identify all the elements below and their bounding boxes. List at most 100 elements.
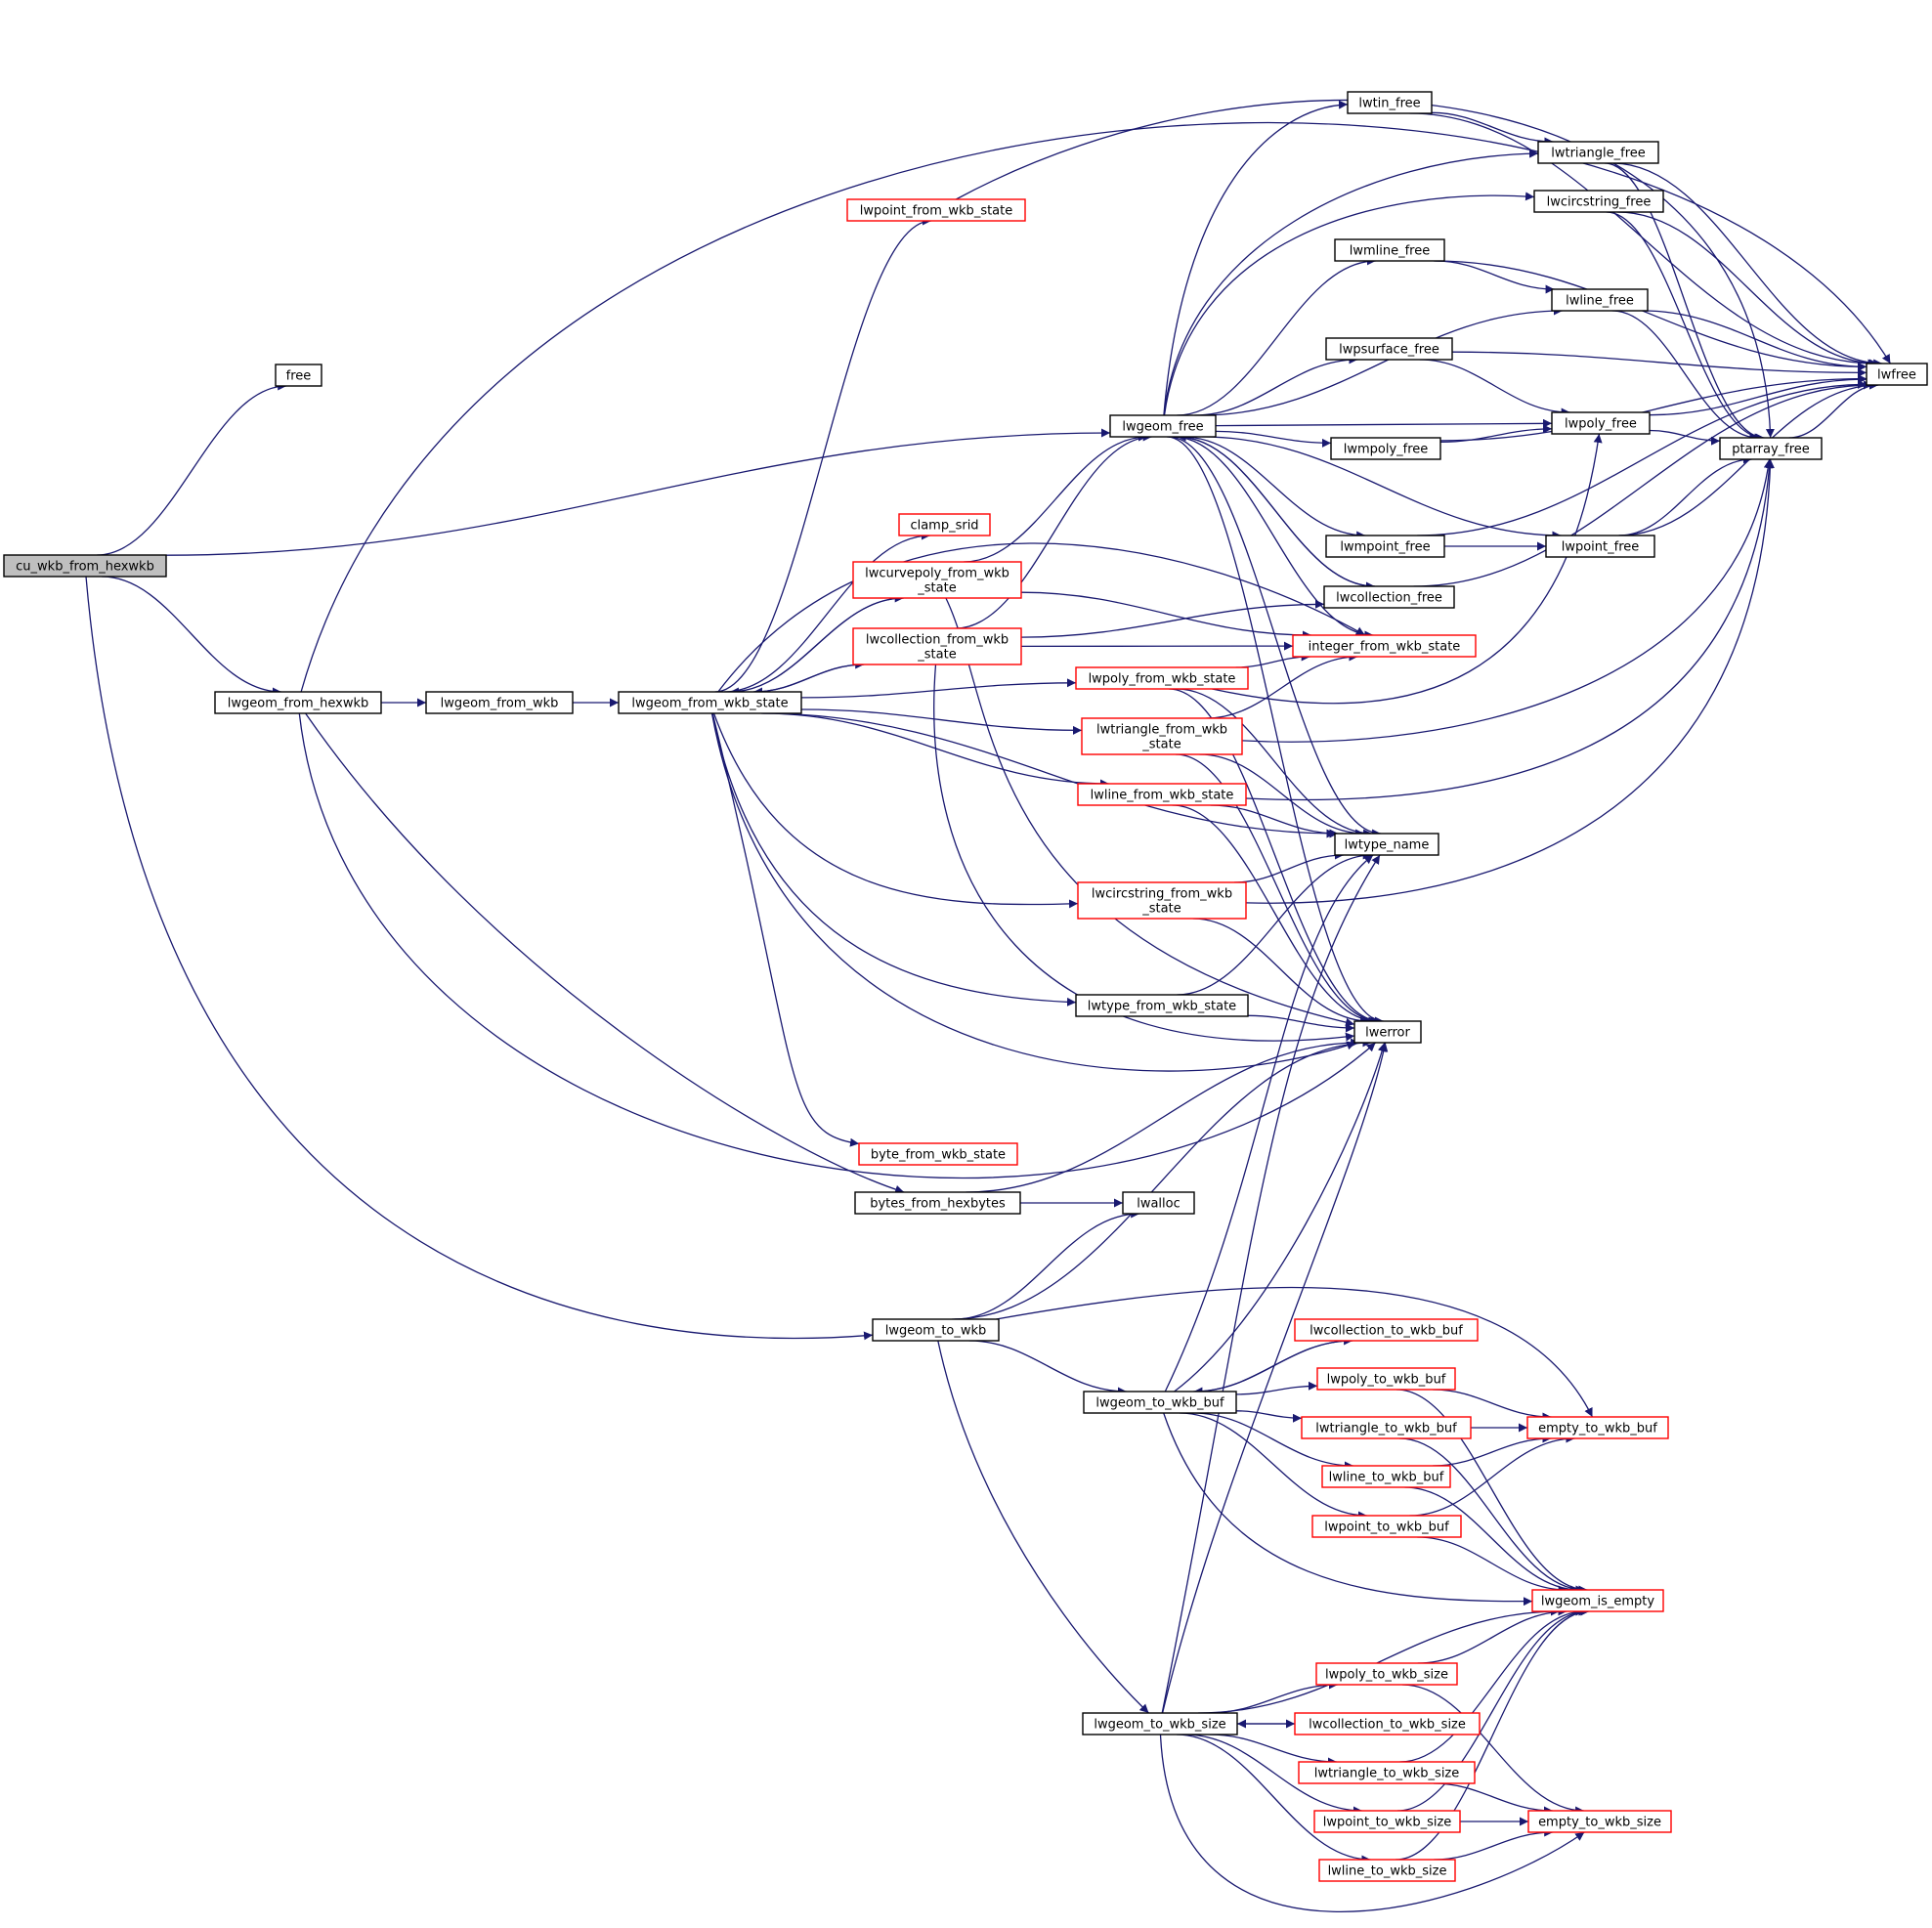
- node-label-byte_from_wkb_state: byte_from_wkb_state: [871, 1148, 1006, 1163]
- edge-lwgeom_to_wkb-to-lwgeom_to_wkb_size: [937, 1340, 1149, 1714]
- node-box-lwpoly_free: [1551, 411, 1651, 435]
- node-lwpoly_from_wkb_state[interactable]: lwpoly_from_wkb_state: [1075, 666, 1249, 690]
- node-lwgeom_from_hexwkb[interactable]: lwgeom_from_hexwkb: [214, 691, 382, 714]
- node-box-lwtriangle_to_wkb_buf: [1301, 1416, 1472, 1439]
- node-lwgeom_from_wkb[interactable]: lwgeom_from_wkb: [425, 691, 574, 714]
- node-ptarray_free[interactable]: ptarray_free: [1719, 437, 1823, 460]
- edge-lwline_to_wkb_size-to-lwgeom_is_empty: [1395, 1607, 1590, 1861]
- node-empty_to_wkb_size[interactable]: empty_to_wkb_size: [1527, 1810, 1672, 1833]
- node-byte_from_wkb_state[interactable]: byte_from_wkb_state: [858, 1142, 1018, 1166]
- edge-lwtin_free-to-lwtriangle_free: [1431, 111, 1554, 147]
- node-lwpoly_to_wkb_buf[interactable]: lwpoly_to_wkb_buf: [1316, 1367, 1456, 1391]
- node-lwmpoint_free[interactable]: lwmpoint_free: [1325, 535, 1445, 558]
- node-box-lwtin_free: [1347, 91, 1433, 114]
- edge-lwcollection_to_wkb_buf-to-lwgeom_to_wkb_buf: [1193, 1340, 1353, 1396]
- edge-lwtriangle_to_wkb_size-to-lwgeom_is_empty: [1399, 1607, 1585, 1763]
- node-box-lwcircstring_from_wkb_state: [1077, 881, 1247, 920]
- node-lwcollection_from_wkb_state[interactable]: lwcollection_from_wkb_state: [852, 627, 1022, 665]
- node-lwtype_name[interactable]: lwtype_name: [1334, 833, 1439, 856]
- node-lwmline_free[interactable]: lwmline_free: [1334, 238, 1445, 262]
- edge-lwcollection_free-to-lwfree: [1413, 380, 1872, 587]
- edge-lwtriangle_free-to-lwfree: [1612, 162, 1883, 368]
- node-lwtriangle_to_wkb_buf[interactable]: lwtriangle_to_wkb_buf: [1301, 1416, 1472, 1439]
- node-lwcollection_to_wkb_size[interactable]: lwcollection_to_wkb_size: [1294, 1712, 1481, 1735]
- node-box-lwcollection_free: [1323, 585, 1455, 609]
- node-lwerror[interactable]: lwerror: [1353, 1020, 1422, 1044]
- node-lwpoint_to_wkb_buf[interactable]: lwpoint_to_wkb_buf: [1311, 1515, 1462, 1538]
- node-lwtriangle_from_wkb_state[interactable]: lwtriangle_from_wkb_state: [1081, 717, 1243, 755]
- edge-lwmline_free-to-lwline_free: [1435, 260, 1555, 294]
- node-label-lwtype_name: lwtype_name: [1345, 838, 1430, 853]
- edge-lwgeom_to_wkb_buf-to-lwgeom_is_empty: [1163, 1412, 1533, 1607]
- node-lwpoint_from_wkb_state[interactable]: lwpoint_from_wkb_state: [846, 198, 1026, 222]
- node-box-lwpsurface_free: [1325, 337, 1453, 361]
- node-lwcollection_to_wkb_buf[interactable]: lwcollection_to_wkb_buf: [1294, 1318, 1479, 1342]
- edge-lwpoly_free-to-ptarray_free: [1649, 429, 1721, 446]
- node-lwgeom_to_wkb[interactable]: lwgeom_to_wkb: [872, 1318, 1000, 1342]
- node-lwtin_free[interactable]: lwtin_free: [1347, 91, 1433, 114]
- node-box-lwline_to_wkb_size: [1318, 1859, 1456, 1882]
- edge-lwcollection_free-to-lwgeom_free: [1177, 432, 1375, 587]
- node-free[interactable]: free: [275, 364, 322, 387]
- node-label-lwpoint_free: lwpoint_free: [1562, 540, 1640, 555]
- node-box-lwline_to_wkb_buf: [1321, 1465, 1451, 1488]
- node-integer_from_wkb_state[interactable]: integer_from_wkb_state: [1292, 634, 1477, 658]
- node-lwgeom_to_wkb_size[interactable]: lwgeom_to_wkb_size: [1082, 1712, 1238, 1735]
- node-lwalloc[interactable]: lwalloc: [1122, 1191, 1195, 1215]
- node-lwcircstring_free[interactable]: lwcircstring_free: [1533, 190, 1664, 213]
- node-label-lwfree: lwfree: [1877, 368, 1916, 383]
- node-lwtriangle_free[interactable]: lwtriangle_free: [1537, 141, 1659, 164]
- node-label-lwgeom_from_hexwkb: lwgeom_from_hexwkb: [228, 697, 368, 711]
- edge-lwline_to_wkb_buf-to-lwgeom_is_empty: [1404, 1486, 1580, 1595]
- node-lwpoly_free[interactable]: lwpoly_free: [1551, 411, 1651, 435]
- node-lwpoint_to_wkb_size[interactable]: lwpoint_to_wkb_size: [1313, 1810, 1461, 1833]
- edge-lwgeom_from_wkb_state-to-lwpoint_from_wkb_state: [714, 216, 931, 693]
- node-label-cu_wkb_from_hexwkb: cu_wkb_from_hexwkb: [16, 560, 154, 575]
- node-label-lwpoly_to_wkb_size: lwpoly_to_wkb_size: [1325, 1668, 1448, 1683]
- node-lwgeom_from_wkb_state[interactable]: lwgeom_from_wkb_state: [618, 691, 802, 714]
- node-lwline_to_wkb_buf[interactable]: lwline_to_wkb_buf: [1321, 1465, 1451, 1488]
- node-lwcircstring_from_wkb_state[interactable]: lwcircstring_from_wkb_state: [1077, 881, 1247, 920]
- edge-lwpoint_to_wkb_buf-to-empty_to_wkb_buf: [1409, 1434, 1575, 1517]
- node-lwcurvepoly_from_wkb_state[interactable]: lwcurvepoly_from_wkb_state: [852, 561, 1022, 599]
- node-box-integer_from_wkb_state: [1292, 634, 1477, 658]
- node-lwmpoly_free[interactable]: lwmpoly_free: [1330, 437, 1441, 460]
- node-lwgeom_is_empty[interactable]: lwgeom_is_empty: [1531, 1589, 1664, 1612]
- node-lwtriangle_to_wkb_size[interactable]: lwtriangle_to_wkb_size: [1298, 1761, 1476, 1784]
- node-lwline_free[interactable]: lwline_free: [1551, 288, 1649, 312]
- node-lwline_to_wkb_size[interactable]: lwline_to_wkb_size: [1318, 1859, 1456, 1882]
- node-lwgeom_free[interactable]: lwgeom_free: [1109, 414, 1217, 438]
- edge-lwpoint_to_wkb_buf-to-lwgeom_is_empty: [1417, 1536, 1567, 1595]
- edge-lwpoly_from_wkb_state-to-integer_from_wkb_state: [1235, 652, 1310, 668]
- node-lwpsurface_free[interactable]: lwpsurface_free: [1325, 337, 1453, 361]
- node-lwgeom_to_wkb_buf[interactable]: lwgeom_to_wkb_buf: [1083, 1391, 1237, 1414]
- edge-lwpoly_to_wkb_size-to-lwgeom_is_empty: [1417, 1607, 1567, 1664]
- node-label-lwpoly_from_wkb_state: lwpoly_from_wkb_state: [1089, 672, 1236, 687]
- node-label-lwpoint_from_wkb_state: lwpoint_from_wkb_state: [860, 204, 1013, 219]
- edge-lwpsurface_free-to-lwpoly_free: [1419, 359, 1570, 417]
- node-lwtype_from_wkb_state[interactable]: lwtype_from_wkb_state: [1075, 994, 1249, 1017]
- node-label-lwline_to_wkb_size: lwline_to_wkb_size: [1328, 1864, 1447, 1879]
- node-label-lwgeom_from_wkb_state: lwgeom_from_wkb_state: [631, 697, 788, 711]
- edge-lwtriangle_from_wkb_state-to-lwtype_name: [1199, 753, 1365, 838]
- node-lwfree[interactable]: lwfree: [1866, 363, 1928, 386]
- node-bytes_from_hexbytes[interactable]: bytes_from_hexbytes: [854, 1191, 1021, 1215]
- edge-lwgeom_from_wkb_state-to-lwtriangle_from_wkb_state: [800, 708, 1083, 735]
- node-lwpoint_free[interactable]: lwpoint_free: [1545, 535, 1655, 558]
- node-box-lwpoint_from_wkb_state: [846, 198, 1026, 222]
- edge-lwpoly_to_wkb_size-to-empty_to_wkb_size: [1401, 1684, 1585, 1816]
- node-clamp_srid[interactable]: clamp_srid: [898, 513, 991, 536]
- node-label-lwtriangle_free: lwtriangle_free: [1551, 147, 1646, 161]
- edge-lwline_free-to-ptarray_free: [1611, 310, 1759, 443]
- node-lwpoly_to_wkb_size[interactable]: lwpoly_to_wkb_size: [1315, 1662, 1458, 1686]
- node-empty_to_wkb_buf[interactable]: empty_to_wkb_buf: [1526, 1416, 1669, 1439]
- edge-lwpoint_from_wkb_state-to-ptarray_free: [955, 99, 1775, 439]
- edge-lwgeom_free-to-lwtype_name: [1168, 436, 1382, 838]
- node-label-free: free: [286, 369, 312, 384]
- node-label-lwpoint_to_wkb_buf: lwpoint_to_wkb_buf: [1324, 1521, 1449, 1535]
- node-lwline_from_wkb_state[interactable]: lwline_from_wkb_state: [1077, 783, 1247, 806]
- node-cu_wkb_from_hexwkb[interactable]: cu_wkb_from_hexwkb: [3, 554, 167, 578]
- edge-lwgeom_from_hexwkb-to-lwerror: [298, 712, 1377, 1179]
- node-lwcollection_free[interactable]: lwcollection_free: [1323, 585, 1455, 609]
